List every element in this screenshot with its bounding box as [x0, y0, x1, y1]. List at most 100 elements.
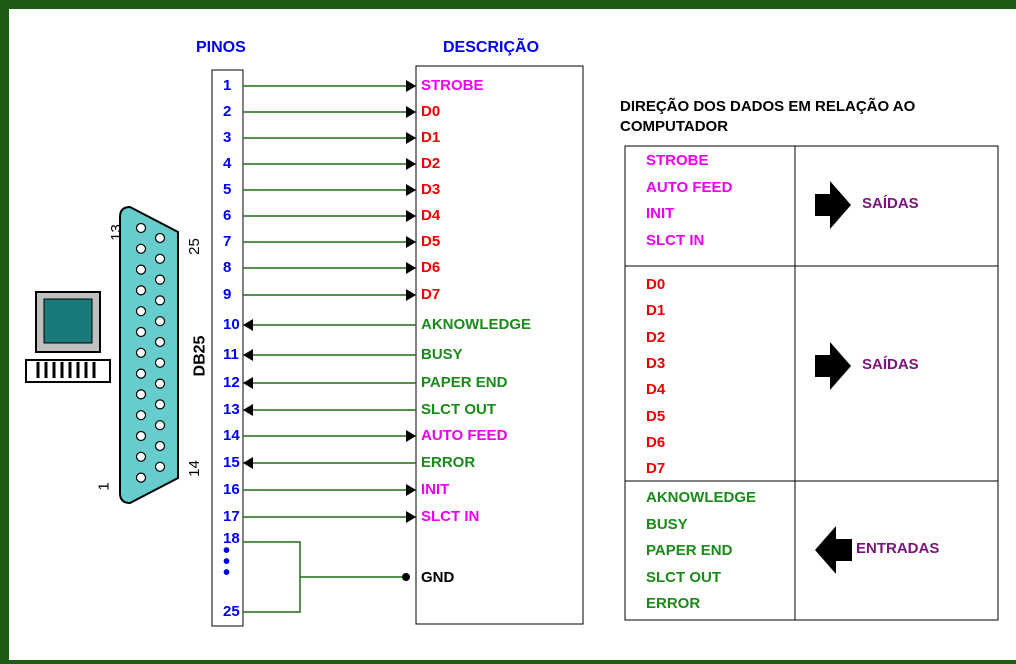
arrow-right-icon: [406, 106, 416, 118]
pin-hole: [135, 389, 147, 400]
pin-hole: [135, 222, 147, 234]
pin-hole: [135, 264, 147, 275]
pin-signal-label: D1: [421, 129, 441, 146]
direction-signal-label: STROBE: [646, 152, 709, 169]
direction-table: [624, 145, 999, 621]
pin-signal-label: STROBE: [421, 77, 484, 94]
pin-signal-label: SLCT OUT: [421, 401, 496, 418]
direction-signal-label: D0: [646, 276, 666, 293]
arrow-right-icon: [406, 132, 416, 144]
direction-label: SAÍDAS: [862, 356, 919, 373]
pin-signal-label: D5: [421, 233, 441, 250]
pin-number-17: 17: [223, 508, 240, 525]
description-header: DESCRIÇÃO: [443, 39, 540, 56]
arrow-left-icon: [243, 377, 253, 389]
connector-pin14-label: 14: [185, 460, 203, 477]
pin-hole: [154, 274, 166, 285]
gnd-dot-icon: [402, 573, 410, 581]
pin-hole: [135, 472, 147, 483]
arrow-left-icon: [243, 349, 253, 361]
pin-signal-label: D3: [421, 181, 441, 198]
pin-number-8: 8: [223, 259, 232, 276]
pin-signal-label: D4: [421, 207, 441, 224]
pin-hole: [154, 316, 166, 327]
pins-header: PINOS: [196, 39, 246, 56]
pin-number-14: 14: [223, 427, 240, 444]
direction-title-line2: COMPUTADOR: [620, 118, 729, 135]
pin-hole: [135, 243, 147, 254]
pin-number-12: 12: [223, 374, 240, 391]
pin-signal-label: D2: [421, 155, 441, 172]
pin-hole: [154, 399, 166, 410]
pin-hole: [135, 326, 147, 338]
connector-pin13-label: 13: [107, 224, 125, 241]
wires: [243, 80, 416, 613]
pin-number-16: 16: [223, 481, 240, 498]
pin-signal-label: ERROR: [421, 454, 476, 471]
direction-signal-label: BUSY: [646, 515, 688, 533]
pin-signal-label: D0: [421, 103, 441, 120]
gnd-label: GND: [421, 569, 455, 586]
direction-signal-label: D6: [646, 433, 666, 451]
arrow-right-icon: [406, 484, 416, 496]
big-arrow-right-icon: [815, 181, 851, 229]
pin-hole: [154, 336, 166, 348]
arrow-left-icon: [243, 404, 253, 416]
gnd-wire: [243, 541, 301, 613]
pin-hole: [135, 430, 147, 442]
pin-number-3: 3: [223, 129, 232, 146]
pin-hole: [154, 440, 166, 452]
pin-hole: [154, 295, 166, 306]
pin-hole: [154, 461, 166, 472]
pin-number-4: 4: [223, 155, 232, 172]
pin-number-25: 25: [223, 603, 240, 620]
pin-hole: [154, 378, 166, 389]
pin-signal-label: BUSY: [421, 346, 463, 363]
pin-hole: [154, 420, 166, 431]
pin-hole: [135, 410, 147, 421]
direction-label: SAÍDAS: [862, 195, 919, 212]
pin-number-9: 9: [223, 286, 232, 303]
pin-signal-label: INIT: [421, 481, 450, 498]
pin-hole: [154, 357, 166, 368]
direction-signal-label: D3: [646, 354, 666, 372]
pin-hole: [135, 306, 147, 317]
pin-number-2: 2: [223, 103, 232, 120]
arrow-right-icon: [406, 289, 416, 301]
arrow-right-icon: [406, 184, 416, 196]
direction-signal-label: SLCT IN: [646, 231, 705, 249]
direction-signal-label: D4: [646, 381, 666, 399]
direction-signal-label: D5: [646, 407, 666, 425]
connector-holes: [135, 222, 166, 483]
pin-number-13: 13: [223, 401, 240, 418]
direction-signal-label: ERROR: [646, 595, 701, 612]
direction-signal-label: INIT: [646, 205, 675, 222]
pin-number-10: 10: [223, 316, 240, 333]
arrow-left-icon: [243, 319, 253, 331]
pin-signal-label: AUTO FEED: [421, 427, 508, 444]
pin-hole: [154, 232, 166, 244]
pin-hole: [154, 253, 166, 264]
pin-number-1: 1: [223, 77, 232, 94]
computer-icon: [25, 291, 111, 383]
pin-number-15: 15: [223, 454, 240, 471]
pin-signal-label: SLCT IN: [421, 508, 480, 525]
direction-signal-label: D1: [646, 302, 666, 320]
pin-number-11: 11: [223, 346, 239, 363]
arrow-right-icon: [406, 262, 416, 274]
db25-label: DB25: [191, 335, 209, 377]
arrow-right-icon: [406, 511, 416, 523]
big-arrow-right-icon: [815, 342, 851, 390]
direction-label: ENTRADAS: [856, 540, 940, 557]
arrow-right-icon: [406, 158, 416, 170]
direction-title-line1: DIREÇÃO DOS DADOS EM RELAÇÃO AO: [620, 98, 916, 115]
pin-signal-label: D6: [421, 259, 441, 276]
pin-hole: [135, 285, 147, 296]
direction-signal-label: PAPER END: [646, 542, 733, 559]
arrow-left-icon: [243, 457, 253, 469]
pin-number-6: 6: [223, 207, 232, 224]
pin-number-18: 18: [223, 530, 240, 547]
